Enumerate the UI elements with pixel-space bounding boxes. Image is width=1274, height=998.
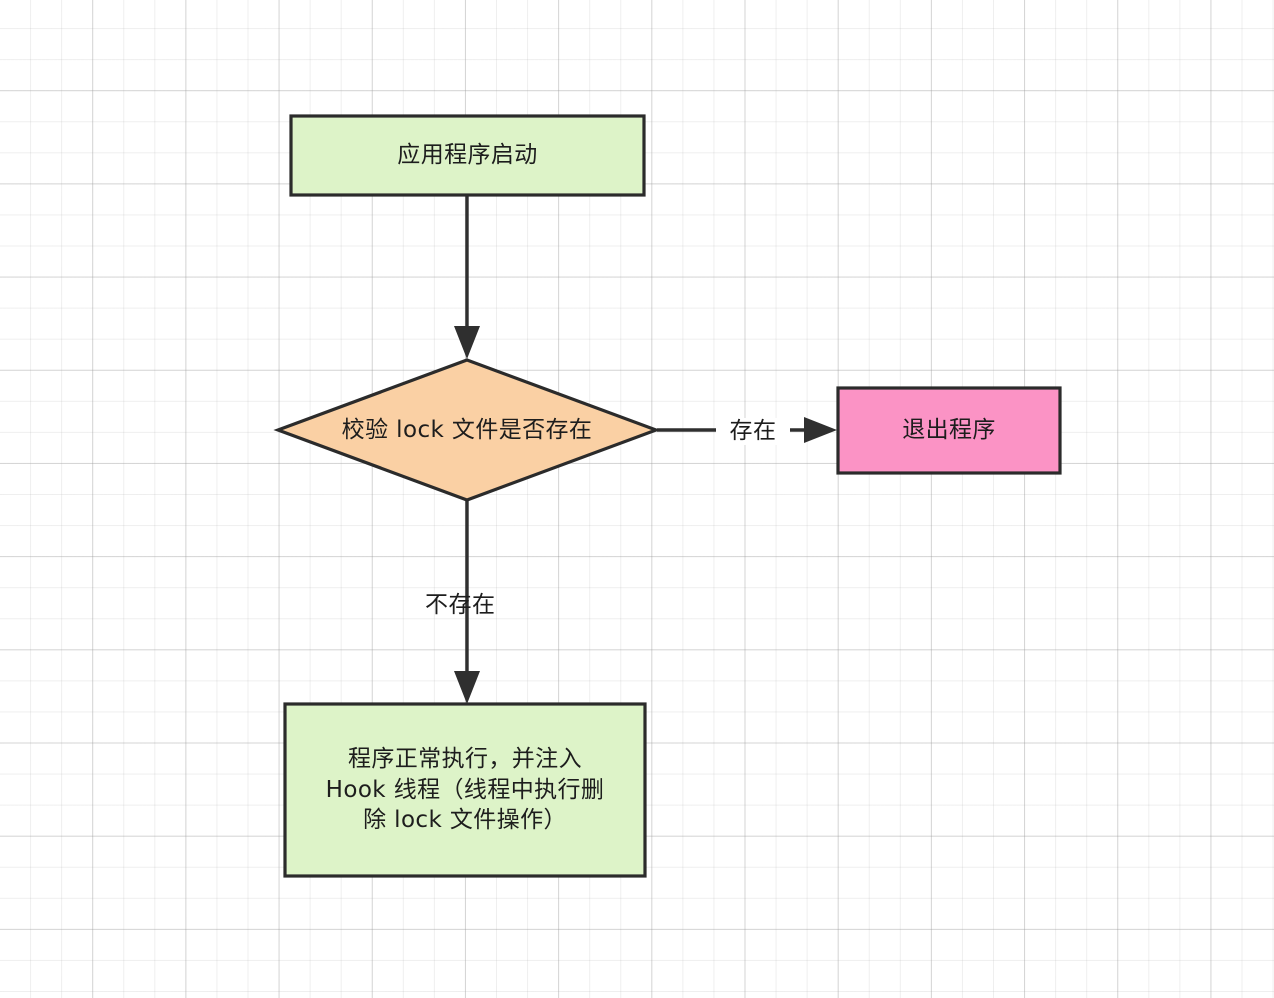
edge-label-not-exists: 不存在 <box>425 592 496 618</box>
node-exit-shape[interactable] <box>836 386 1062 475</box>
edge-start-to-check-arrowhead <box>454 326 480 359</box>
node-run-shape[interactable] <box>283 702 647 878</box>
edge-check-to-exit-arrowhead <box>804 417 837 443</box>
edge-label-exists: 存在 <box>716 418 790 445</box>
node-check-shape[interactable] <box>273 358 661 502</box>
edge-check-to-run-arrowhead <box>454 671 480 704</box>
edge-start-to-check <box>454 195 480 359</box>
node-start-shape[interactable] <box>289 114 646 197</box>
edge-check-to-run <box>454 500 480 704</box>
